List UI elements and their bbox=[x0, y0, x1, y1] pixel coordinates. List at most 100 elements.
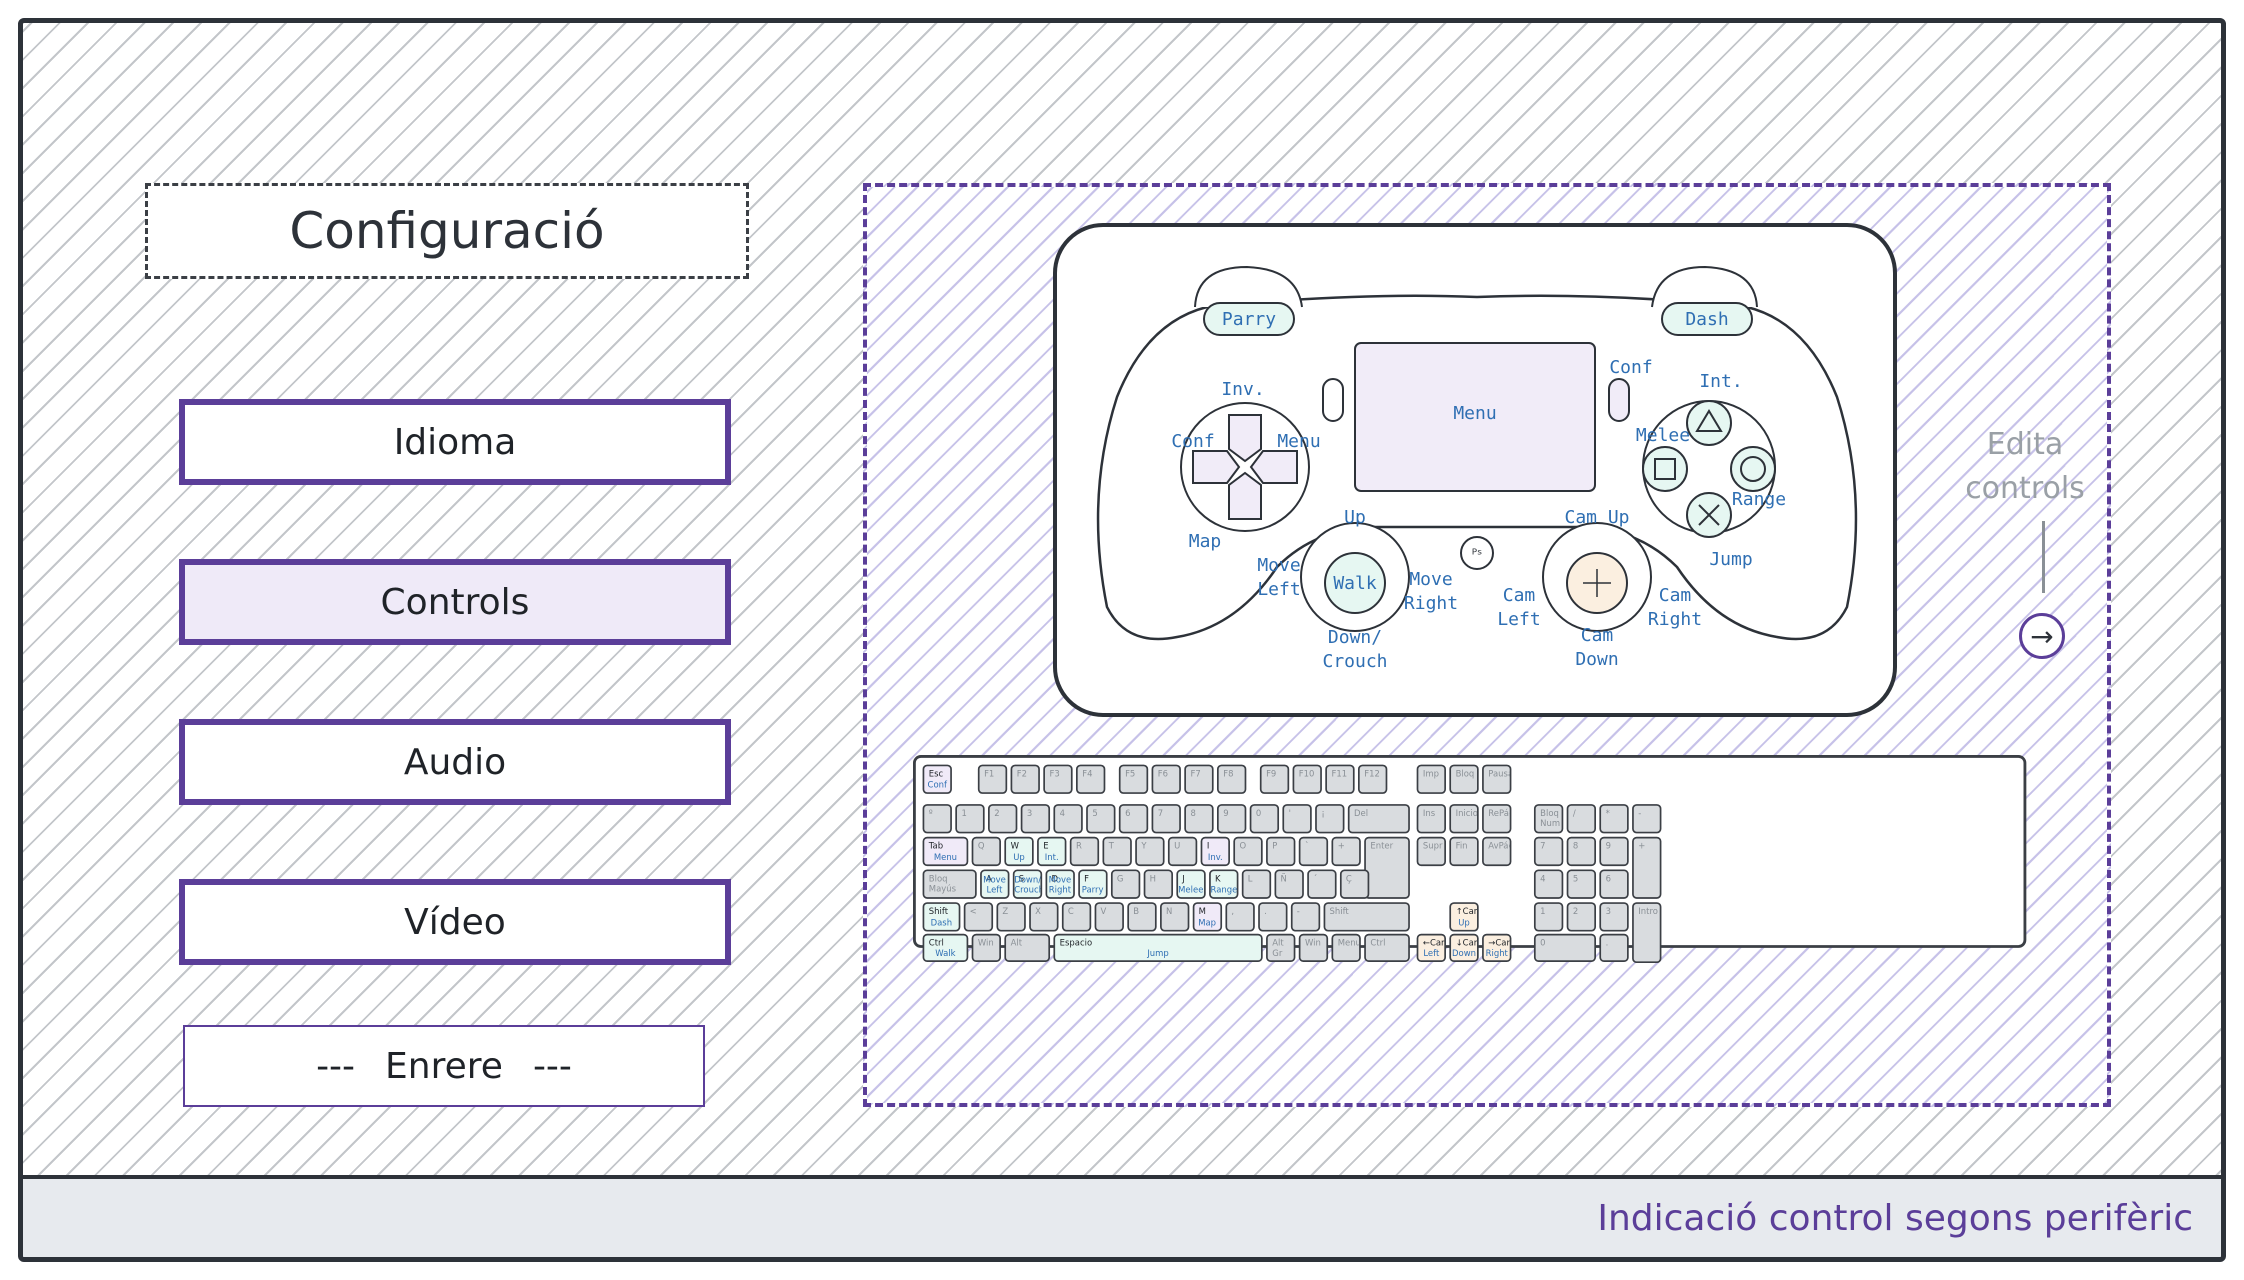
menu-button-idioma[interactable]: Idioma bbox=[179, 399, 731, 485]
key-action: Dash bbox=[930, 917, 953, 928]
key-102: Intro bbox=[1632, 902, 1662, 964]
key-28: Q bbox=[971, 836, 1001, 867]
label-range: Range bbox=[1732, 489, 1786, 510]
gamepad-card: Parry Dash Menu Conf Inv. Conf Menu Map bbox=[1053, 223, 1897, 717]
key-16: 3 bbox=[1020, 804, 1051, 834]
key-label: Win bbox=[977, 937, 994, 948]
key-label: 3 bbox=[1026, 808, 1033, 819]
key-label: 4 bbox=[1059, 808, 1066, 819]
label-up-left-stick: Up bbox=[1344, 507, 1366, 528]
key-71: Alt Gr bbox=[1266, 933, 1296, 962]
key-50: L bbox=[1241, 869, 1271, 899]
key-9: F9 bbox=[1259, 764, 1290, 794]
key-79: Inicio bbox=[1449, 804, 1479, 834]
key-action: Up bbox=[1458, 917, 1470, 928]
key-label: 9 bbox=[1605, 840, 1611, 851]
key-37: P bbox=[1266, 836, 1296, 867]
key-label: F7 bbox=[1190, 768, 1201, 779]
key-label: Ç bbox=[1345, 873, 1352, 884]
key-label: F2 bbox=[1016, 768, 1028, 779]
key-label: F3 bbox=[1049, 768, 1060, 779]
key-label: * bbox=[1605, 808, 1610, 819]
key-label: Espacio bbox=[1059, 937, 1093, 948]
key-action: Conf bbox=[927, 779, 947, 790]
key-12: F12 bbox=[1357, 764, 1388, 794]
key-label: 3 bbox=[1605, 906, 1611, 917]
key-68: Win bbox=[971, 933, 1001, 962]
label-menu-touchpad: Menu bbox=[1453, 403, 1496, 424]
menu-button-audio[interactable]: Audio bbox=[179, 719, 731, 805]
app-frame: Configuració Idioma Controls Audio Vídeo… bbox=[18, 18, 2226, 1262]
edit-controls-arrow-icon[interactable]: → bbox=[2019, 613, 2065, 659]
dpad-down bbox=[1228, 471, 1262, 520]
key-label: Supr bbox=[1422, 840, 1443, 851]
key-label: < bbox=[969, 906, 977, 917]
key-83: AvPág bbox=[1482, 836, 1512, 867]
key-label: F5 bbox=[1125, 768, 1136, 779]
key-label: 0 bbox=[1255, 808, 1262, 819]
key-action: Inv. bbox=[1207, 852, 1223, 863]
key-78: Ins bbox=[1416, 804, 1446, 834]
key-label: F8 bbox=[1223, 768, 1234, 779]
back-button[interactable]: --- Enrere --- bbox=[183, 1025, 705, 1107]
key-103: 0 bbox=[1533, 933, 1597, 962]
key-label: 6 bbox=[1605, 873, 1611, 884]
menu-button-controls[interactable]: Controls bbox=[179, 559, 731, 645]
key-24: ' bbox=[1282, 804, 1312, 834]
label-cam-left-1: Cam bbox=[1503, 585, 1536, 606]
key-74: Ctrl bbox=[1364, 933, 1410, 962]
key-98: 6 bbox=[1599, 869, 1629, 899]
key-label: ←Cam bbox=[1422, 937, 1444, 948]
key-label: N bbox=[1165, 906, 1173, 917]
label-move-left-2: Left bbox=[1257, 579, 1300, 600]
key-15: 2 bbox=[988, 804, 1018, 834]
key-label: + bbox=[1638, 840, 1646, 851]
key-10: F10 bbox=[1292, 764, 1322, 794]
label-melee: Melee bbox=[1636, 425, 1690, 446]
key-label: Pausa bbox=[1488, 768, 1512, 779]
key-label: F12 bbox=[1364, 768, 1380, 779]
key-label: L bbox=[1247, 873, 1253, 884]
edit-connector-line bbox=[2042, 521, 2045, 593]
edit-controls-label: Edita controls bbox=[1965, 427, 2085, 506]
key-93: 8 bbox=[1566, 836, 1597, 867]
menu-button-video[interactable]: Vídeo bbox=[179, 879, 731, 965]
key-label: F bbox=[1084, 873, 1090, 884]
key-56: Z bbox=[996, 902, 1026, 932]
label-walk: Walk bbox=[1333, 573, 1377, 594]
key-label: . bbox=[1264, 906, 1267, 917]
key-label: K bbox=[1215, 873, 1221, 884]
key-25: ¡ bbox=[1315, 804, 1345, 834]
key-26: Del bbox=[1347, 804, 1410, 834]
key-label: V bbox=[1100, 906, 1107, 917]
key-99: 1 bbox=[1533, 902, 1564, 932]
key-73: Menu bbox=[1331, 933, 1361, 962]
key-81: Supr bbox=[1416, 836, 1446, 867]
key-32: T bbox=[1102, 836, 1132, 867]
ps-button bbox=[1460, 536, 1494, 570]
key-label: ` bbox=[1304, 840, 1310, 851]
key-label: 4 bbox=[1540, 873, 1546, 884]
back-dashes-left: --- bbox=[316, 1045, 356, 1087]
key-label: 6 bbox=[1125, 808, 1131, 819]
key-65: - bbox=[1290, 902, 1320, 932]
key-33: Y bbox=[1135, 836, 1165, 867]
key-label: A bbox=[986, 873, 992, 884]
key-46: G bbox=[1110, 869, 1141, 899]
key-69: Alt bbox=[1004, 933, 1051, 962]
key-90: * bbox=[1599, 804, 1629, 834]
key-5: F5 bbox=[1118, 764, 1149, 794]
key-label: Z bbox=[1002, 906, 1009, 917]
label-int: Int. bbox=[1699, 371, 1742, 392]
key-label: / bbox=[1572, 808, 1576, 819]
key-94: 9 bbox=[1599, 836, 1629, 867]
label-cam-up: Cam Up bbox=[1564, 507, 1629, 528]
key-label: Bloq Num bbox=[1540, 808, 1561, 829]
key-action: Parry bbox=[1081, 884, 1104, 895]
